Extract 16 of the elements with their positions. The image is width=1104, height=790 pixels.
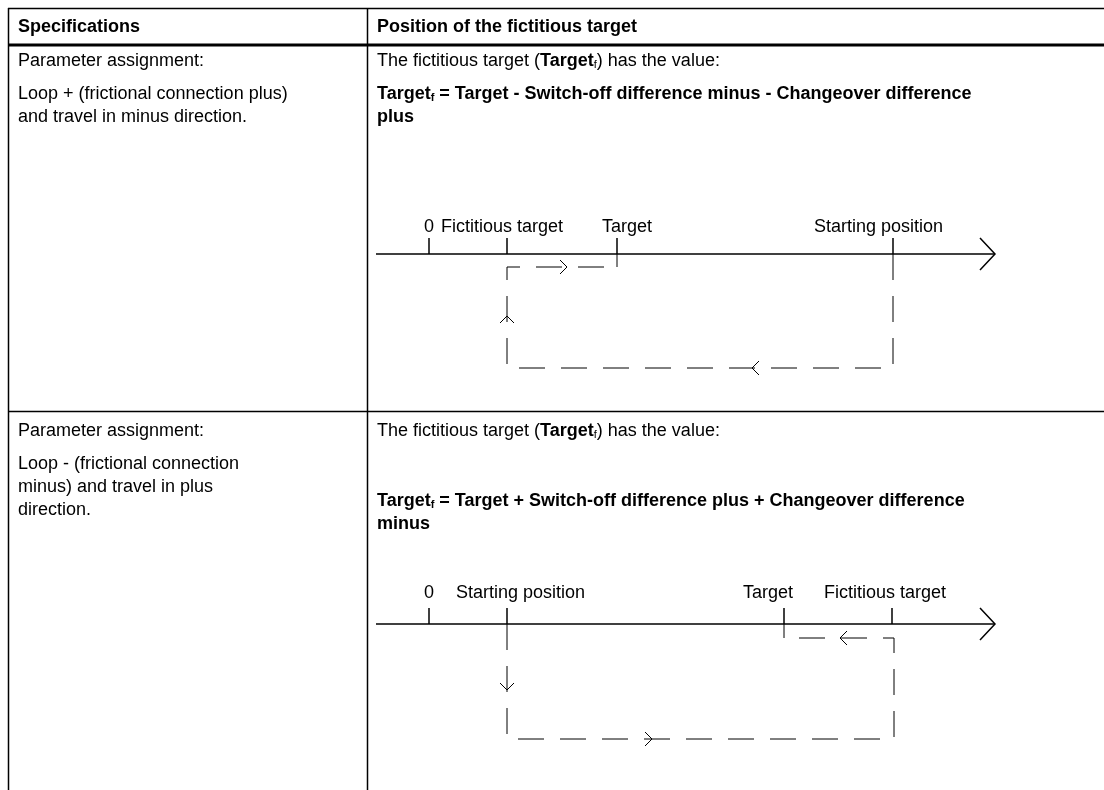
axis-label: Target: [743, 582, 794, 602]
cell-text: Loop - (frictional connection minus) and travel in plus direction.: [18, 452, 241, 521]
axis-label: Fictitious target: [441, 216, 564, 236]
axis-label: Fictitious target: [824, 582, 947, 602]
axis-label: Starting position: [814, 216, 944, 236]
cell-text: The fictitious target (Target$_{f}$) has the value:: [377, 419, 721, 442]
column-header: Position of the fictitious target: [377, 15, 638, 38]
formula-text: Target$_{f}$ = Target - Switch-off difference minus - Changeover difference plus: [377, 82, 973, 128]
axis-label: Starting position: [456, 582, 586, 602]
cell-text: Parameter assignment:: [18, 419, 206, 442]
cell-text: Parameter assignment:: [18, 49, 206, 72]
formula-text: Target$_{f}$ = Target + Switch-off difference plus + Changeover difference minus: [377, 489, 966, 535]
cell-text: The fictitious target (Target$_{f}$) has the value:: [377, 49, 721, 72]
cell-text: Loop + (frictional connection plus) and travel in minus direction.: [18, 82, 289, 128]
axis-label: Target: [602, 216, 653, 236]
column-header: Specifications: [18, 15, 142, 38]
